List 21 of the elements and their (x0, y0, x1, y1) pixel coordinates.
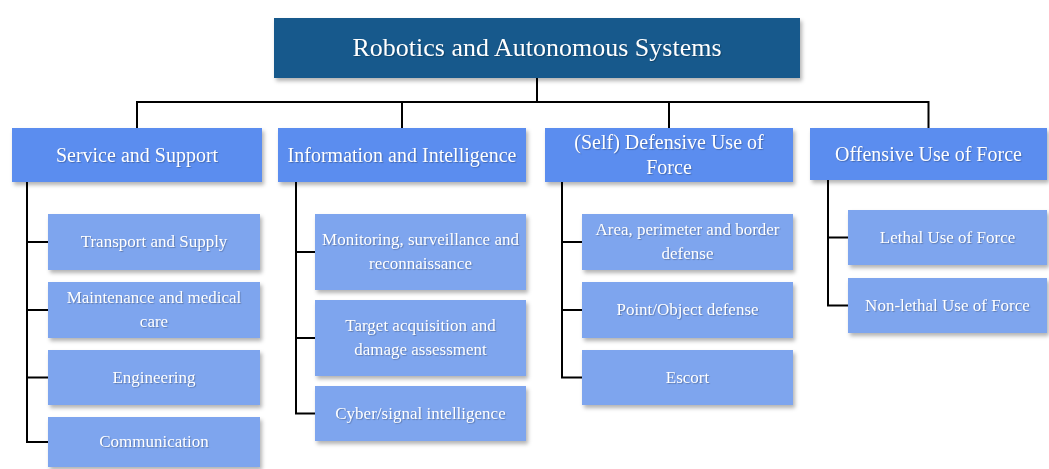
subcategory-box: Point/Object defense (582, 282, 793, 338)
connector-line (26, 181, 49, 443)
category-box: Service and Support (12, 128, 262, 182)
subcategory-box: Transport and Supply (48, 214, 260, 270)
subcategory-box: Monitoring, surveillance and reconnaissance (315, 214, 526, 290)
subcategory-box: Non-lethal Use of Force (848, 278, 1047, 333)
subcategory-box: Engineering (48, 350, 260, 405)
connector-line (561, 181, 583, 379)
category-box: (Self) Defensive Use of Force (545, 128, 793, 182)
category-box: Offensive Use of Force (810, 128, 1047, 180)
subcategory-box: Target acquisition and damage assessment (315, 300, 526, 376)
category-box: Information and Intelligence (278, 128, 526, 182)
subcategory-box: Escort (582, 350, 793, 405)
title-box: Robotics and Autonomous Systems (274, 18, 800, 78)
subcategory-box: Cyber/signal intelligence (315, 386, 526, 441)
subcategory-box: Maintenance and medical care (48, 282, 260, 338)
connector-line (827, 179, 849, 307)
subcategory-box: Lethal Use of Force (848, 210, 1047, 265)
subcategory-box: Communication (48, 417, 260, 467)
connector-line (295, 181, 316, 415)
subcategory-box: Area, perimeter and border defense (582, 214, 793, 270)
